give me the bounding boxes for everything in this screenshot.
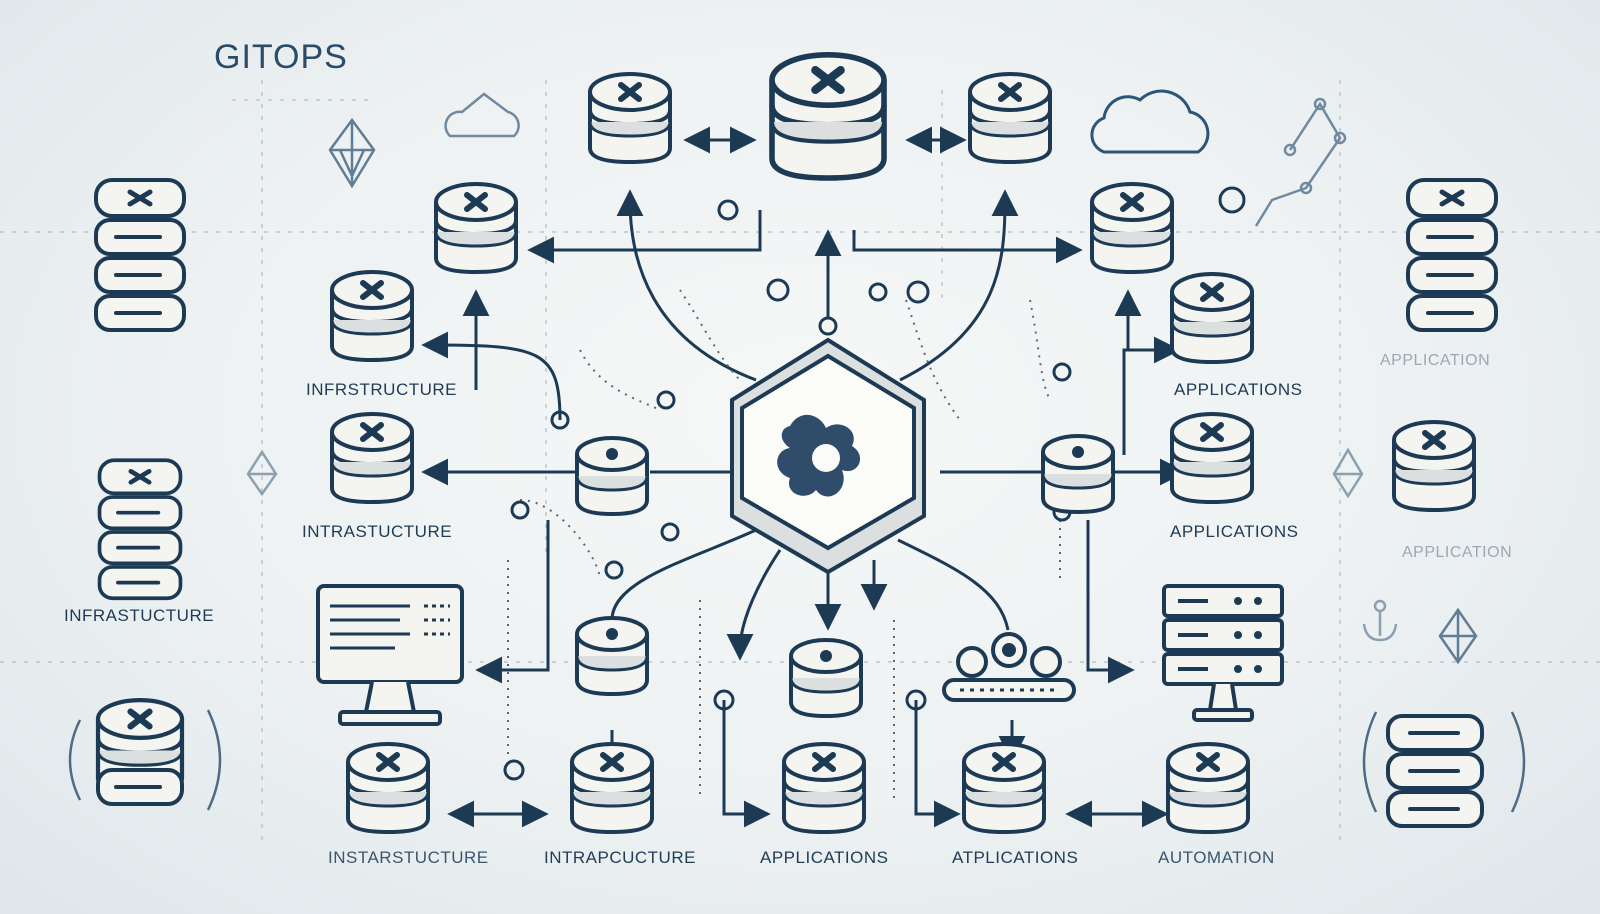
- link-top-left: [527, 210, 762, 264]
- database-top-center: [772, 55, 884, 178]
- database-top-left: [590, 74, 670, 162]
- database-bottom-5: [1168, 744, 1248, 832]
- database-bottom-3: [784, 744, 864, 832]
- label-infrastructure-mid: INTRASTUCTURE: [302, 522, 453, 541]
- anchor-icon: [1362, 599, 1398, 642]
- node-bottom-center: [789, 638, 863, 718]
- database-infra-upper: [332, 272, 412, 360]
- link-hub-bl1: [610, 528, 757, 621]
- link-left-monitor: [475, 520, 550, 684]
- label-bottom-1: INSTARSTUCTURE: [328, 848, 489, 867]
- label-application-mid: APPLICATION: [1402, 544, 1513, 561]
- link-infra-branch: [421, 331, 562, 421]
- link-bottom-5: [914, 700, 961, 828]
- diamond-icon-right: [1438, 607, 1478, 665]
- server-rack-mid-left: [100, 460, 181, 598]
- label-infrastructure-upper: INFRSTRUCTURE: [306, 380, 457, 399]
- diamond-icon-top-left: [328, 117, 376, 189]
- server-rack-bottom-right: [1386, 714, 1484, 828]
- node-mid-left: [575, 436, 649, 516]
- database-bottom-4: [964, 744, 1044, 832]
- monitor-icon: [316, 584, 464, 726]
- connections: [421, 126, 1187, 828]
- link-apps-branch: [1122, 336, 1181, 455]
- cloud-icon: [1090, 89, 1210, 154]
- database-bottom-2: [572, 744, 652, 832]
- dotted-links: [507, 289, 1061, 800]
- diamond-icon-left: [246, 449, 278, 497]
- graph-icon: [1254, 97, 1347, 227]
- database-apps-mid: [1172, 414, 1252, 502]
- database-bottom-1: [348, 744, 428, 832]
- link-hub-br2: [897, 538, 1010, 631]
- label-bottom-3: APPLICATIONS: [760, 848, 889, 867]
- server-monitor-icon: [1162, 584, 1284, 722]
- database-apps-upper: [1172, 274, 1252, 362]
- label-bottom-2: INTRAPCUCTURE: [544, 848, 696, 867]
- database-infra-mid: [332, 414, 412, 502]
- server-rack-top-right: [1408, 180, 1496, 330]
- diamond-icon-right-small: [1332, 447, 1364, 499]
- diagram-title: GITOPS: [214, 38, 348, 76]
- link-top-right: [852, 230, 1083, 264]
- label-bottom-4: ATPLICATIONS: [952, 848, 1079, 867]
- label-infrastructure-left: INFRASTUCTURE: [64, 606, 215, 625]
- server-rack-bottom-left: [98, 700, 182, 806]
- database-top-right: [970, 74, 1050, 162]
- network-icon: [942, 632, 1076, 702]
- link-bottom-3: [722, 700, 771, 828]
- link-right-monitor: [1086, 520, 1135, 684]
- label-bottom-5: AUTOMATION: [1158, 848, 1275, 867]
- server-rack-top-left: [96, 180, 184, 330]
- database-left-1: [436, 184, 516, 272]
- link-hub-bl2: [726, 549, 782, 661]
- node-mid-right: [1041, 434, 1115, 514]
- cloud-outline-icon: [444, 92, 520, 138]
- label-applications-mid: APPLICATIONS: [1170, 522, 1299, 541]
- label-application-top: APPLICATION: [1380, 352, 1491, 369]
- background-grid: [0, 80, 1600, 840]
- database-right-mid: [1394, 422, 1474, 510]
- node-bottom-left: [575, 616, 649, 696]
- link-hub-top-left: [616, 189, 757, 382]
- label-applications-upper: APPLICATIONS: [1174, 380, 1303, 399]
- central-hub: [730, 337, 926, 575]
- link-hub-top-right: [899, 189, 1019, 382]
- database-right-1: [1092, 184, 1172, 272]
